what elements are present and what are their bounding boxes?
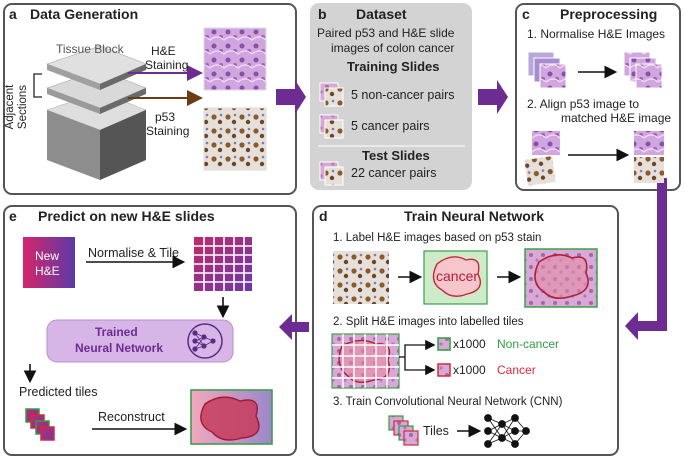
cancer-tile-label: Cancer [497,363,536,377]
normalised-he-stack [623,51,663,89]
test-item-cancer: 22 cancer pairs [351,166,437,180]
noncancer-tile [437,337,451,351]
preproc-step2-line2: matched H&E image [561,111,672,125]
new-he-label-2: H&E [35,264,60,278]
neural-network-icon [484,414,530,448]
panel-d-train [312,205,619,456]
dataset-subtitle-2: images of colon cancer [331,41,455,55]
panel-letter-c: c [522,6,530,22]
panel-d-title: Train Neural Network [404,208,545,224]
he-slide-image [203,27,267,91]
predicted-tiles-label: Predicted tiles [19,385,98,399]
panel-e-title: Predict on new H&E slides [38,208,215,224]
predicted-tiles-stack [25,408,55,441]
sections-bracket [33,73,42,98]
cancer-mask-region [432,256,482,297]
reconstruct-label: Reconstruct [98,410,165,424]
dataset-subtitle-1: Paired p53 and H&E slide [317,26,455,40]
cancer-mask-label: cancer [436,268,479,284]
predicted-cancer-region [200,396,260,441]
tiles-label: Tiles [423,424,449,438]
tiled-he-image [331,333,400,389]
unnormalised-he-stack [527,51,567,89]
tissue-block-label: Tissue Block [56,42,124,56]
normalise-tile-label: Normalise & Tile [88,246,179,260]
tile-split-bracket [404,344,413,371]
adjacent-sections-label-2: Sections [17,84,29,130]
training-noncancer-thumbs [319,82,344,107]
p53-stain-image [333,251,389,304]
unaligned-pair [524,131,560,186]
trained-nn-label-1: Trained [95,325,138,339]
training-cancer-thumbs [319,114,344,139]
cancer-count: x1000 [453,363,486,377]
panel-letter-b: b [318,6,327,22]
new-he-slide [23,237,75,288]
trained-nn-box [46,319,234,363]
panel-c-title: Preprocessing [560,6,658,22]
panel-letter-e: e [9,208,17,224]
trained-nn-icon [187,323,223,359]
arrow-b-to-c [478,80,508,114]
preproc-step1: 1. Normalise H&E Images [527,27,666,41]
panel-letter-a: a [9,6,17,22]
test-cancer-thumbs [319,161,344,186]
test-heading: Test Slides [362,148,430,163]
panel-a-title: Data Generation [30,6,139,22]
tile-stack-icon [388,415,419,446]
aligned-pair [634,131,664,183]
training-item-cancer: 5 cancer pairs [351,119,430,133]
training-heading: Training Slides [347,59,440,74]
adjacent-sections-label-1: Adjacent [4,84,16,130]
arrow-d-to-e [279,314,309,340]
panel-letter-d: d [319,208,328,224]
he-staining-label-2: Staining [145,58,189,72]
new-he-label-1: New [35,249,60,263]
labelled-cancer-region [534,254,589,300]
noncancer-label: Non-cancer [497,337,560,351]
p53-staining-label-2: Staining [146,124,190,138]
arrow-a-to-b [276,80,306,114]
he-staining-label-1: H&E [151,44,176,58]
tiled-new-slide [194,237,252,291]
noncancer-count: x1000 [453,337,486,351]
train-step1: 1. Label H&E images based on p53 stain [333,232,542,244]
trained-nn-label-2: Neural Network [75,341,164,355]
p53-staining-label-1: p53 [155,110,176,124]
arrow-c-to-d [625,178,667,340]
training-item-noncancer: 5 non-cancer pairs [351,88,455,102]
cancer-tile [437,363,451,377]
preproc-step2-line1: 2. Align p53 image to [527,97,640,111]
p53-slide-image [203,107,267,171]
train-step2: 2. Split H&E images into labelled tiles [333,316,524,328]
adjacent-section-1 [46,45,147,90]
train-step3: 3. Train Convolutional Neural Network (C… [333,396,563,408]
panel-b-title: Dataset [356,6,407,22]
